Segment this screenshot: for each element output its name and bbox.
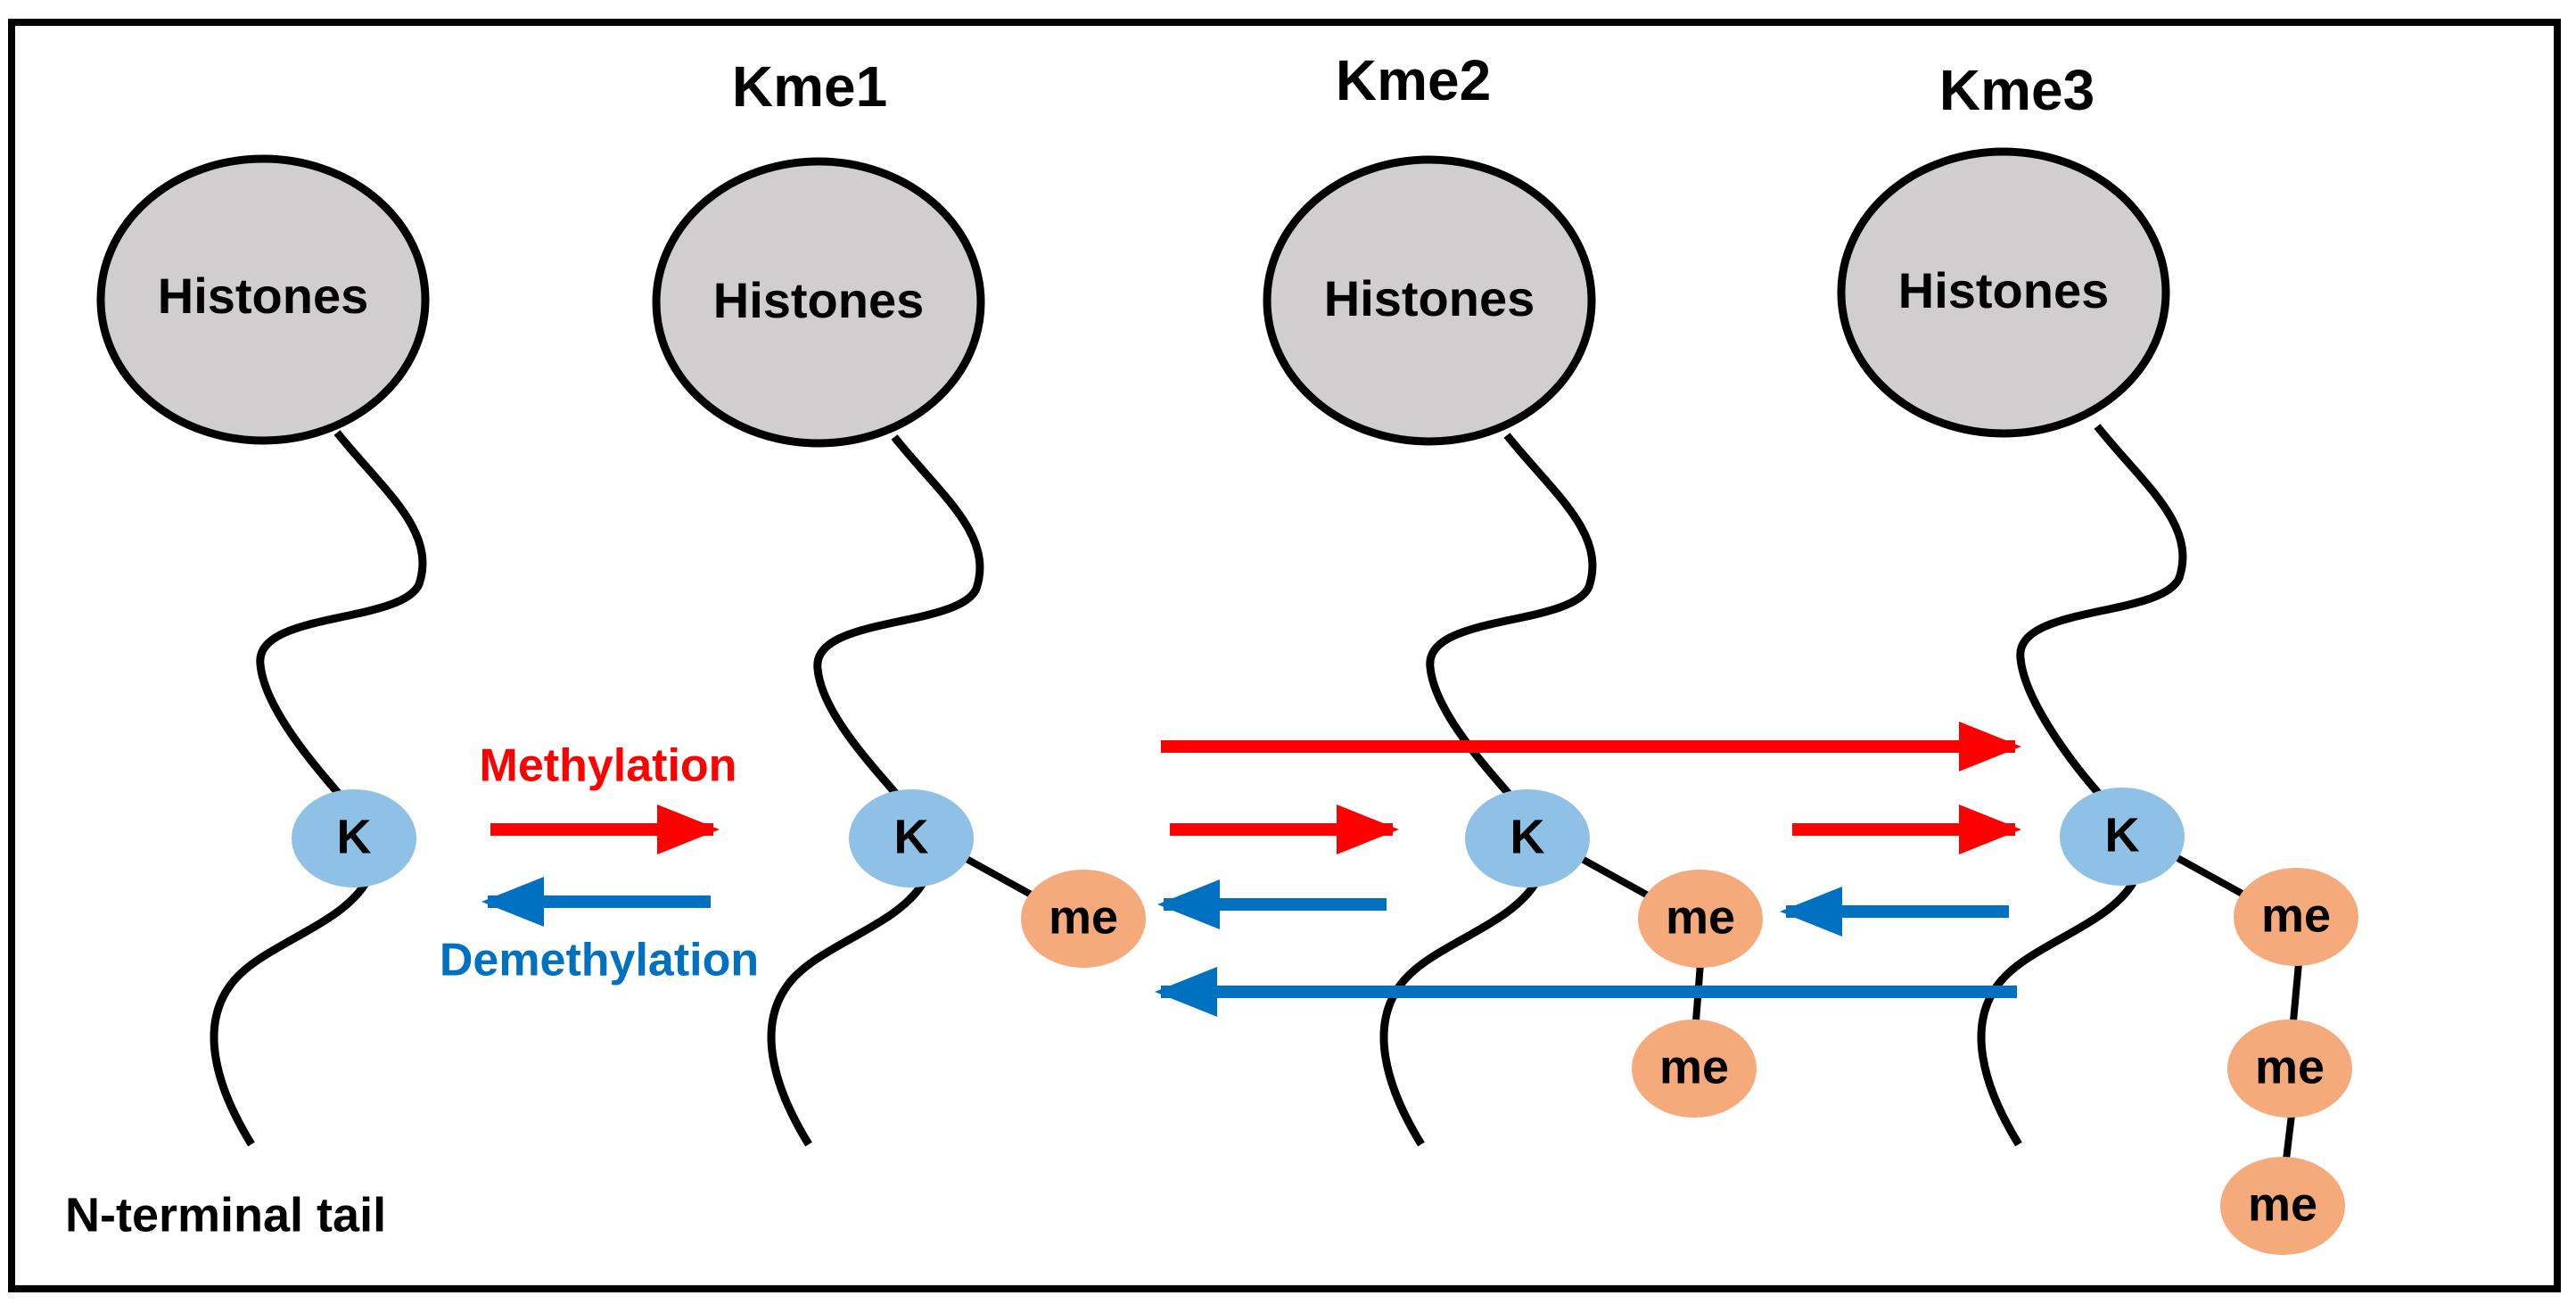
tail-lower [1379, 880, 1539, 1147]
methyl-label: me [2248, 1177, 2317, 1231]
demethylation-arrows [481, 877, 2017, 1017]
demethylation-label: Demethylation [440, 935, 759, 986]
lysine-node [849, 789, 974, 887]
state-kme3: Kme3 Histones K me me me [1837, 58, 2358, 1255]
tail-upper [1426, 433, 1597, 796]
methyl-group [2220, 1157, 2345, 1255]
lysine-label: K [894, 810, 929, 863]
state-unmodified: Histones K [96, 154, 430, 1147]
histone-label: Histones [713, 272, 925, 328]
methylation-label: Methylation [480, 740, 737, 792]
tail-upper [256, 430, 427, 796]
histone-label: Histones [1324, 270, 1535, 326]
methyl-label: me [2255, 1040, 2325, 1093]
n-terminal-tail-label: N-terminal tail [65, 1188, 386, 1242]
tail-upper [2016, 424, 2187, 796]
methyl-label: me [1049, 890, 1118, 944]
lysine-node [292, 789, 416, 887]
methyl-bond [2290, 962, 2302, 1022]
lysine-label: K [337, 810, 372, 863]
diagram-frame [8, 19, 2561, 1292]
histone-label: Histones [158, 268, 369, 324]
methylation-arrows [490, 722, 2021, 854]
lysine-node [1465, 789, 1590, 887]
methyl-bond [2283, 1114, 2295, 1160]
methyl-bond [957, 851, 1036, 900]
state-kme1: Kme1 Histones K me [652, 54, 1146, 1147]
methyl-label: me [1659, 1040, 1729, 1093]
lysine-label: K [2105, 808, 2140, 862]
state-title: Kme2 [1336, 48, 1491, 112]
state-title: Kme3 [1939, 58, 2095, 122]
histone-circle [96, 154, 430, 445]
tail-upper [813, 434, 984, 796]
methyl-bond [1572, 851, 1651, 900]
state-title: Kme1 [732, 54, 887, 119]
methyl-group [1638, 870, 1763, 968]
methyl-label: me [1666, 890, 1735, 944]
histone-label: Histones [1898, 262, 2110, 318]
histone-circle [1837, 147, 2170, 438]
methyl-label: me [2261, 888, 2331, 942]
histone-circle [652, 157, 985, 448]
lysine-node [2060, 788, 2185, 886]
tail-lower [210, 880, 369, 1147]
state-kme2: Kme2 Histones K me me [1263, 48, 1763, 1147]
methyl-group [1632, 1019, 1757, 1118]
tail-lower [1977, 880, 2136, 1147]
methyl-bond [2169, 851, 2249, 900]
histone-circle [1263, 155, 1596, 446]
methyl-group [2227, 1019, 2352, 1118]
tail-lower [767, 880, 926, 1147]
methyl-group [1021, 870, 1146, 968]
methyl-group [2234, 868, 2358, 966]
lysine-label: K [1510, 810, 1545, 863]
